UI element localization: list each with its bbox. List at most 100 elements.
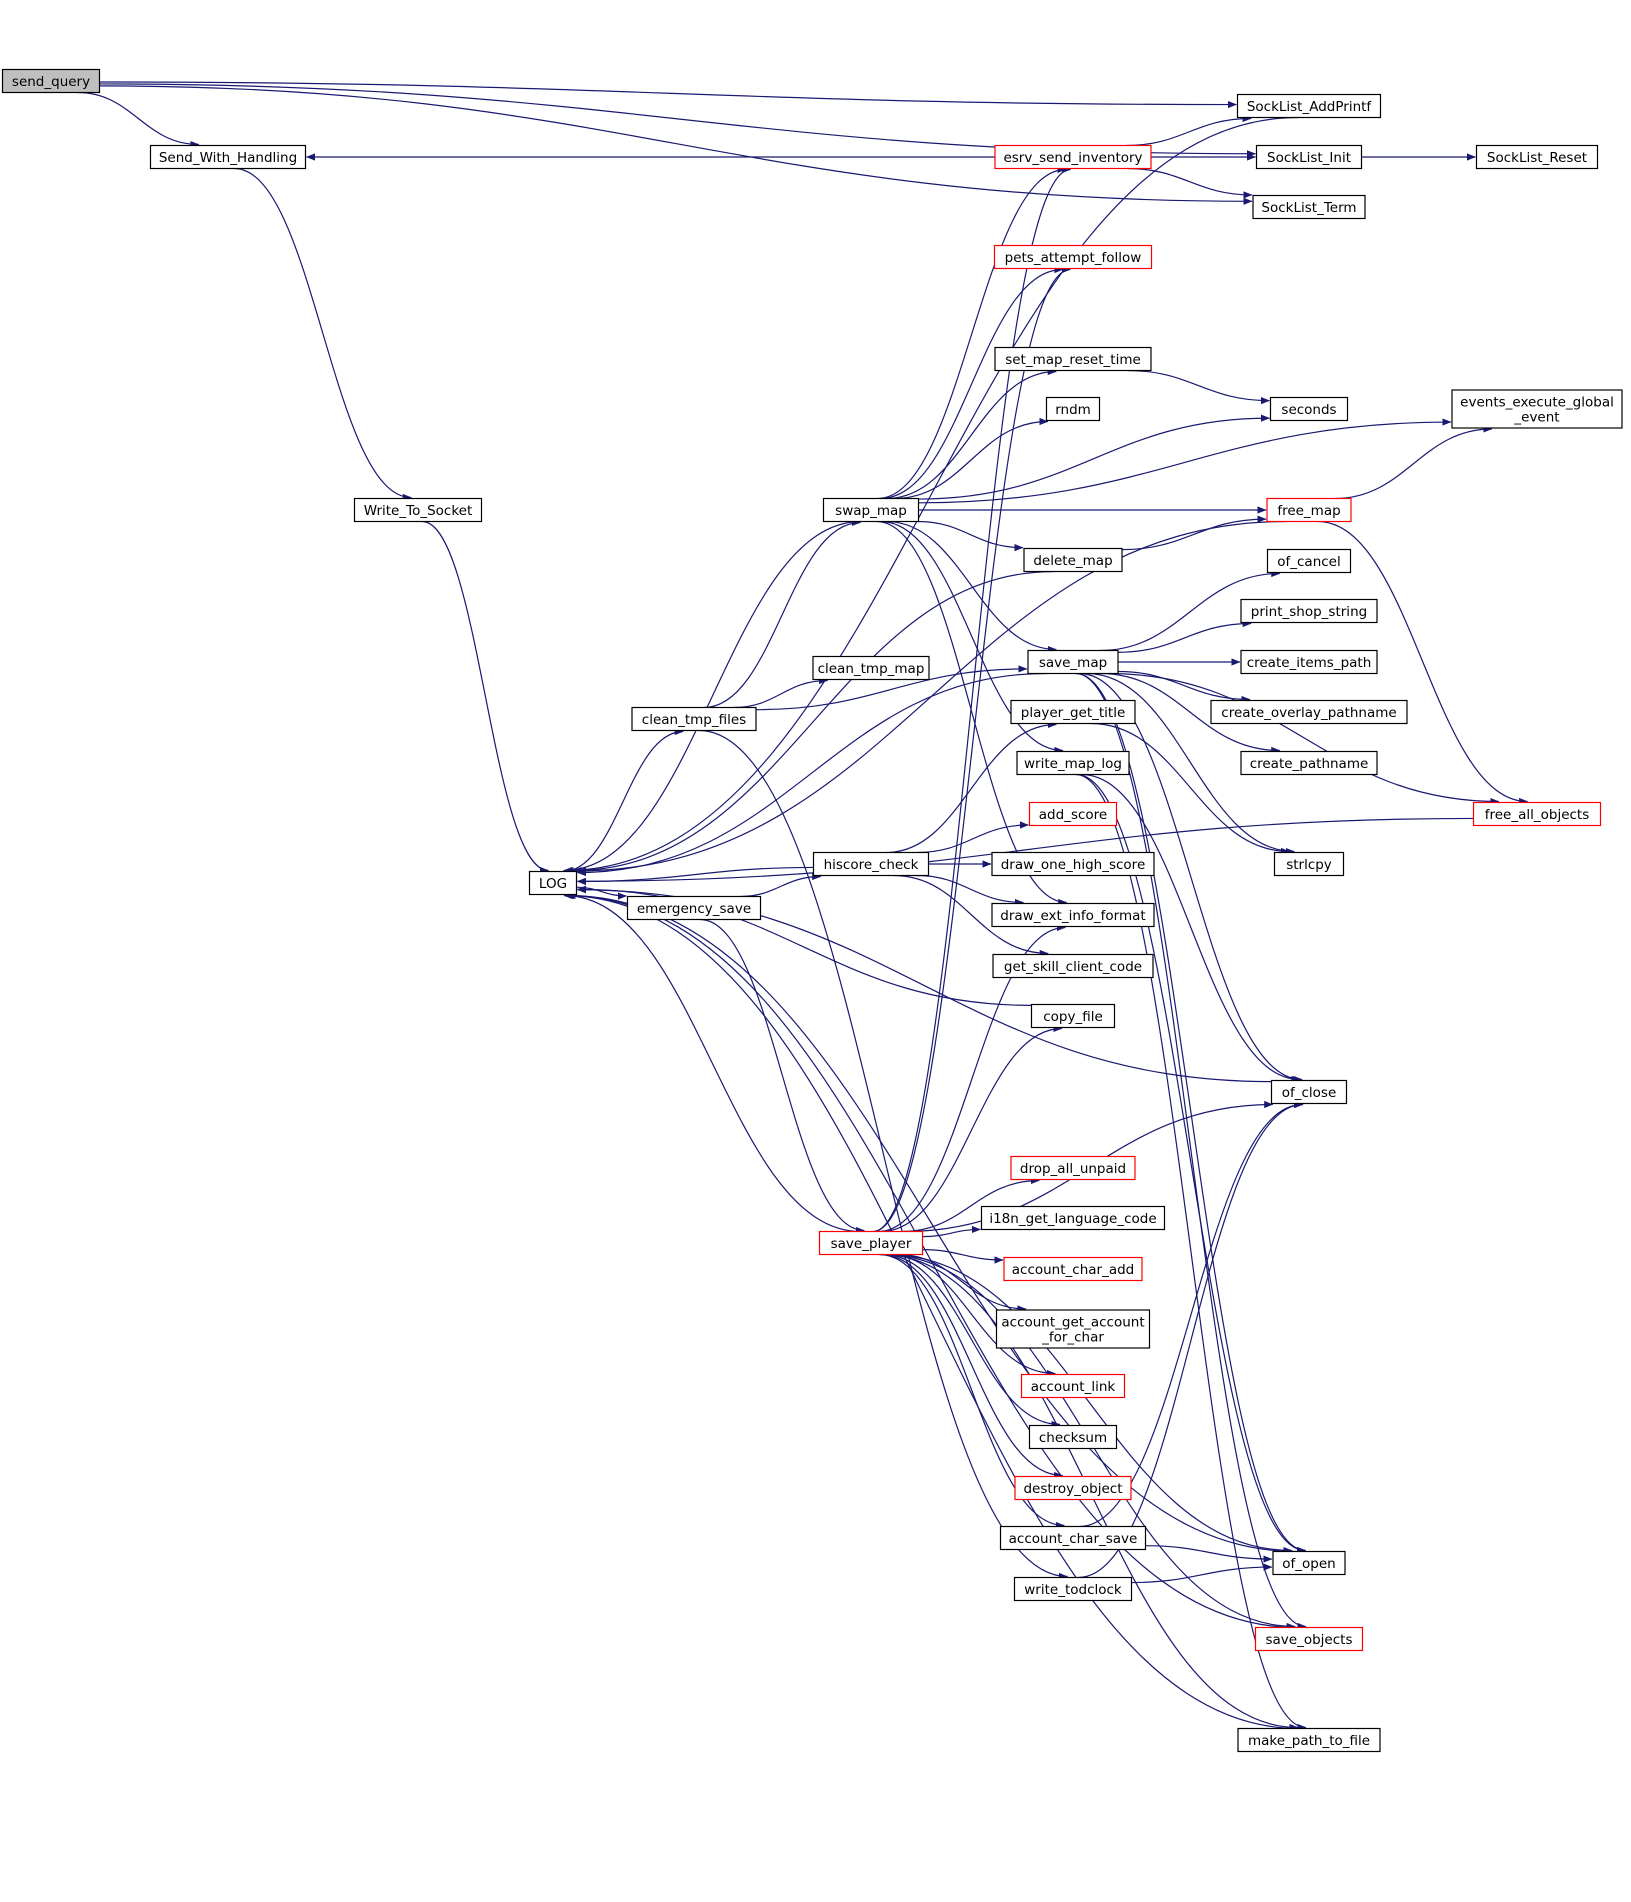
node-box-drop_all_unpaid[interactable] (1010, 1155, 1136, 1181)
node-pets_attempt_follow[interactable]: pets_attempt_follow (993, 244, 1153, 270)
node-box-account_char_save[interactable] (999, 1525, 1147, 1551)
node-clean_tmp_map[interactable]: clean_tmp_map (812, 655, 930, 681)
node-delete_map[interactable]: delete_map (1023, 547, 1123, 573)
node-box-esrv_send_inventory[interactable] (994, 144, 1152, 170)
node-box-events_execute_global_event[interactable] (1451, 389, 1623, 429)
node-SockList_Reset[interactable]: SockList_Reset (1475, 144, 1599, 170)
node-hiscore_check[interactable]: hiscore_check (812, 851, 930, 877)
node-seconds[interactable]: seconds (1269, 396, 1349, 422)
node-box-copy_file[interactable] (1030, 1003, 1116, 1029)
node-box-account_get_account_for_char[interactable] (995, 1309, 1151, 1349)
node-box-free_map[interactable] (1266, 497, 1352, 523)
node-box-save_player[interactable] (818, 1230, 924, 1256)
node-write_todclock[interactable]: write_todclock (1013, 1576, 1133, 1602)
node-box-emergency_save[interactable] (626, 895, 762, 921)
node-box-checksum[interactable] (1028, 1424, 1118, 1450)
node-box-strlcpy[interactable] (1273, 851, 1345, 877)
node-box-rndm[interactable] (1045, 396, 1101, 422)
node-box-clean_tmp_map[interactable] (812, 655, 930, 681)
node-box-write_map_log[interactable] (1016, 750, 1130, 776)
node-Send_With_Handling[interactable]: Send_With_Handling (149, 144, 307, 170)
node-send_query[interactable]: send_query (1, 68, 101, 94)
node-box-player_get_title[interactable] (1010, 699, 1136, 725)
node-box-delete_map[interactable] (1023, 547, 1123, 573)
node-write_map_log[interactable]: write_map_log (1016, 750, 1130, 776)
node-box-destroy_object[interactable] (1014, 1475, 1132, 1501)
node-draw_one_high_score[interactable]: draw_one_high_score (991, 851, 1155, 877)
node-box-seconds[interactable] (1269, 396, 1349, 422)
node-box-add_score[interactable] (1028, 801, 1118, 827)
node-drop_all_unpaid[interactable]: drop_all_unpaid (1010, 1155, 1136, 1181)
node-destroy_object[interactable]: destroy_object (1014, 1475, 1132, 1501)
node-events_execute_global_event[interactable]: events_execute_global_event (1451, 389, 1623, 429)
node-make_path_to_file[interactable]: make_path_to_file (1237, 1727, 1381, 1753)
node-of_open[interactable]: of_open (1272, 1550, 1346, 1576)
node-set_map_reset_time[interactable]: set_map_reset_time (994, 346, 1152, 372)
node-copy_file[interactable]: copy_file (1030, 1003, 1116, 1029)
node-free_map[interactable]: free_map (1266, 497, 1352, 523)
node-box-SockList_AddPrintf[interactable] (1236, 93, 1382, 119)
node-box-free_all_objects[interactable] (1472, 801, 1602, 827)
node-strlcpy[interactable]: strlcpy (1273, 851, 1345, 877)
node-account_get_account_for_char[interactable]: account_get_account_for_char (995, 1309, 1151, 1349)
node-create_overlay_pathname[interactable]: create_overlay_pathname (1210, 699, 1408, 725)
node-box-draw_ext_info_format[interactable] (991, 902, 1155, 928)
node-box-LOG[interactable] (528, 870, 578, 896)
node-player_get_title[interactable]: player_get_title (1010, 699, 1136, 725)
node-LOG[interactable]: LOG (528, 870, 578, 896)
node-print_shop_string[interactable]: print_shop_string (1240, 598, 1378, 624)
node-box-save_map[interactable] (1027, 649, 1119, 675)
node-box-SockList_Init[interactable] (1255, 144, 1363, 170)
node-box-create_pathname[interactable] (1240, 750, 1378, 776)
node-box-account_char_add[interactable] (1003, 1256, 1143, 1282)
node-box-i18n_get_language_code[interactable] (980, 1205, 1166, 1231)
node-box-draw_one_high_score[interactable] (991, 851, 1155, 877)
node-box-SockList_Reset[interactable] (1475, 144, 1599, 170)
node-Write_To_Socket[interactable]: Write_To_Socket (353, 497, 483, 523)
node-SockList_Init[interactable]: SockList_Init (1255, 144, 1363, 170)
node-box-save_objects[interactable] (1254, 1626, 1364, 1652)
node-i18n_get_language_code[interactable]: i18n_get_language_code (980, 1205, 1166, 1231)
node-box-create_items_path[interactable] (1240, 649, 1378, 675)
node-add_score[interactable]: add_score (1028, 801, 1118, 827)
node-swap_map[interactable]: swap_map (822, 497, 920, 523)
node-emergency_save[interactable]: emergency_save (626, 895, 762, 921)
node-box-of_open[interactable] (1272, 1550, 1346, 1576)
node-box-print_shop_string[interactable] (1240, 598, 1378, 624)
node-account_char_add[interactable]: account_char_add (1003, 1256, 1143, 1282)
node-get_skill_client_code[interactable]: get_skill_client_code (992, 953, 1154, 979)
node-box-make_path_to_file[interactable] (1237, 1727, 1381, 1753)
node-save_player[interactable]: save_player (818, 1230, 924, 1256)
node-free_all_objects[interactable]: free_all_objects (1472, 801, 1602, 827)
node-clean_tmp_files[interactable]: clean_tmp_files (631, 706, 757, 732)
node-box-Write_To_Socket[interactable] (353, 497, 483, 523)
node-SockList_AddPrintf[interactable]: SockList_AddPrintf (1236, 93, 1382, 119)
node-box-of_close[interactable] (1270, 1079, 1348, 1105)
node-save_map[interactable]: save_map (1027, 649, 1119, 675)
node-of_close[interactable]: of_close (1270, 1079, 1348, 1105)
node-box-set_map_reset_time[interactable] (994, 346, 1152, 372)
node-box-SockList_Term[interactable] (1252, 194, 1366, 220)
node-box-account_link[interactable] (1020, 1373, 1126, 1399)
node-esrv_send_inventory[interactable]: esrv_send_inventory (994, 144, 1152, 170)
node-box-clean_tmp_files[interactable] (631, 706, 757, 732)
node-draw_ext_info_format[interactable]: draw_ext_info_format (991, 902, 1155, 928)
node-box-get_skill_client_code[interactable] (992, 953, 1154, 979)
node-box-send_query[interactable] (1, 68, 101, 94)
node-of_cancel[interactable]: of_cancel (1266, 548, 1352, 574)
node-SockList_Term[interactable]: SockList_Term (1252, 194, 1366, 220)
node-box-hiscore_check[interactable] (812, 851, 930, 877)
node-box-pets_attempt_follow[interactable] (993, 244, 1153, 270)
node-box-write_todclock[interactable] (1013, 1576, 1133, 1602)
node-rndm[interactable]: rndm (1045, 396, 1101, 422)
node-box-of_cancel[interactable] (1266, 548, 1352, 574)
node-box-Send_With_Handling[interactable] (149, 144, 307, 170)
node-create_items_path[interactable]: create_items_path (1240, 649, 1378, 675)
node-account_link[interactable]: account_link (1020, 1373, 1126, 1399)
node-account_char_save[interactable]: account_char_save (999, 1525, 1147, 1551)
node-box-create_overlay_pathname[interactable] (1210, 699, 1408, 725)
node-create_pathname[interactable]: create_pathname (1240, 750, 1378, 776)
node-checksum[interactable]: checksum (1028, 1424, 1118, 1450)
node-box-swap_map[interactable] (822, 497, 920, 523)
node-save_objects[interactable]: save_objects (1254, 1626, 1364, 1652)
